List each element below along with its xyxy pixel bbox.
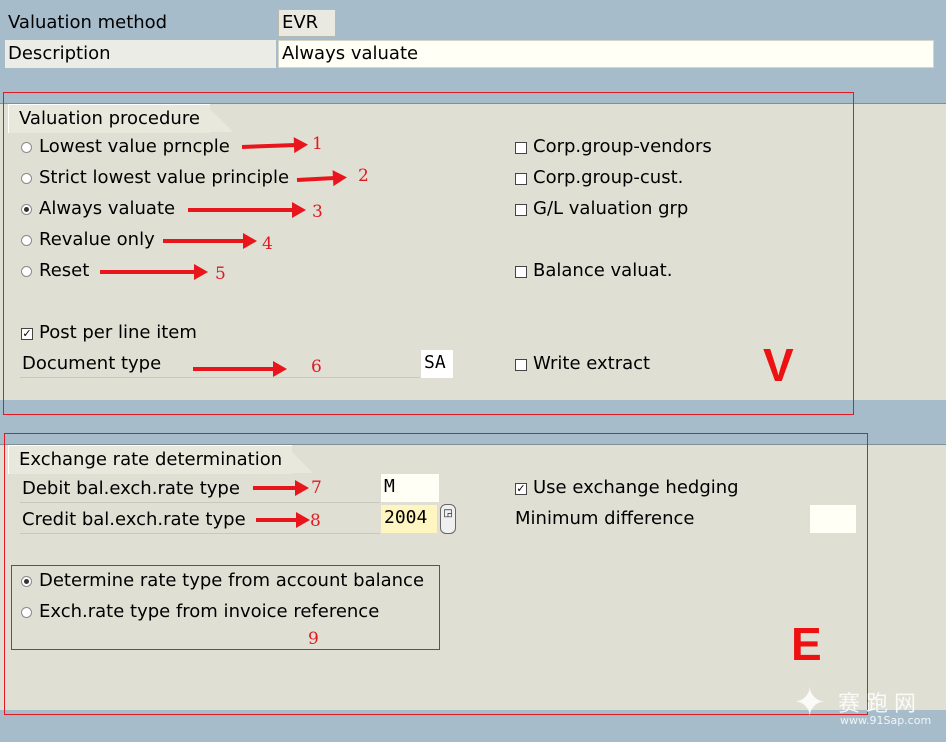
checkbox-corp-group-vendors[interactable]	[515, 142, 527, 154]
debit-rate-type-field[interactable]: M	[381, 474, 439, 502]
checkbox-label-use-exchange-hedging: Use exchange hedging	[533, 477, 739, 498]
checkbox-gl-valuation-grp[interactable]	[515, 204, 527, 216]
annotation-number-5: 5	[215, 264, 226, 284]
annotation-number-2: 2	[358, 166, 369, 186]
credit-rate-type-label: Credit bal.exch.rate type	[22, 509, 246, 530]
radio-lowest-value[interactable]	[21, 142, 32, 153]
exchange-rate-title: Exchange rate determination	[8, 445, 293, 474]
annotation-arrow-3	[188, 202, 306, 218]
watermark-url: www.91Sap.com	[840, 714, 932, 727]
description-label: Description	[8, 43, 111, 64]
valuation-method-label: Valuation method	[8, 12, 168, 33]
radio-revalue-only[interactable]	[21, 235, 32, 246]
radio-label-reset: Reset	[39, 260, 90, 281]
annotation-number-7: 7	[311, 478, 322, 498]
annotation-number-8: 8	[310, 511, 321, 531]
annotation-arrow-6	[193, 361, 287, 377]
document-type-field[interactable]: SA	[421, 350, 453, 378]
radio-label-from-invoice-reference: Exch.rate type from invoice reference	[39, 601, 380, 622]
document-type-underline	[20, 377, 420, 378]
checkbox-label-gl-valuation-grp: G/L valuation grp	[533, 198, 689, 219]
group-tab-slant	[205, 104, 233, 132]
valuation-procedure-title: Valuation procedure	[8, 104, 210, 133]
annotation-arrow-4	[163, 233, 257, 249]
annotation-number-6: 6	[311, 357, 322, 377]
annotation-box-v	[3, 92, 854, 415]
annotation-box-e	[4, 433, 868, 715]
radio-reset[interactable]	[21, 266, 32, 277]
checkbox-use-exchange-hedging[interactable]: ✓	[515, 482, 527, 495]
checkbox-post-per-line-item[interactable]: ✓	[21, 327, 33, 340]
radio-label-lowest-value: Lowest value prncple	[39, 136, 230, 157]
annotation-number-4: 4	[262, 234, 273, 254]
watermark-logo-icon: ✦	[793, 680, 827, 726]
radio-label-strict-lowest-value: Strict lowest value principle	[39, 167, 290, 188]
group-tab-slant-2	[285, 445, 313, 473]
section-letter-e: E	[791, 618, 822, 670]
value-help-icon[interactable]: ◲	[440, 504, 456, 534]
checkbox-label-corp-group-vendors: Corp.group-vendors	[533, 136, 712, 157]
radio-label-revalue-only: Revalue only	[39, 229, 155, 250]
annotation-number-9: 9	[308, 629, 319, 649]
annotation-box-9	[11, 565, 440, 650]
exchange-rate-group	[0, 444, 946, 710]
radio-label-determine-from-account-balance: Determine rate type from account balance	[39, 570, 425, 591]
checkbox-label-write-extract: Write extract	[533, 353, 651, 374]
radio-determine-from-account-balance[interactable]	[21, 576, 32, 587]
checkbox-label-post-per-line-item: Post per line item	[39, 322, 197, 343]
annotation-number-1: 1	[312, 134, 323, 154]
annotation-number-3: 3	[312, 202, 323, 222]
annotation-arrow-5	[100, 264, 208, 280]
radio-label-always-valuate: Always valuate	[39, 198, 176, 219]
valuation-method-field: EVR	[278, 9, 336, 37]
description-field[interactable]: Always valuate	[278, 40, 934, 68]
checkbox-write-extract[interactable]	[515, 359, 527, 371]
credit-rate-type-field[interactable]: 2004	[381, 505, 437, 533]
document-type-label: Document type	[22, 353, 162, 374]
debit-underline	[20, 502, 380, 503]
checkbox-balance-valuat[interactable]	[515, 266, 527, 278]
watermark-text: 赛跑网	[838, 692, 923, 717]
minimum-difference-field[interactable]	[810, 505, 856, 533]
radio-from-invoice-reference[interactable]	[21, 607, 32, 618]
description-label-bg	[5, 40, 276, 68]
debit-rate-type-label: Debit bal.exch.rate type	[22, 478, 240, 499]
radio-always-valuate[interactable]	[21, 204, 32, 215]
credit-underline	[20, 533, 380, 534]
checkbox-label-corp-group-cust: Corp.group-cust.	[533, 167, 684, 188]
annotation-arrow-7	[253, 480, 309, 496]
annotation-arrow-8	[256, 512, 310, 528]
checkbox-corp-group-cust[interactable]	[515, 173, 527, 185]
checkbox-label-balance-valuat: Balance valuat.	[533, 260, 673, 281]
minimum-difference-label: Minimum difference	[515, 508, 695, 529]
radio-strict-lowest-value[interactable]	[21, 173, 32, 184]
valuation-procedure-group	[0, 103, 946, 400]
section-letter-v: V	[763, 339, 794, 391]
